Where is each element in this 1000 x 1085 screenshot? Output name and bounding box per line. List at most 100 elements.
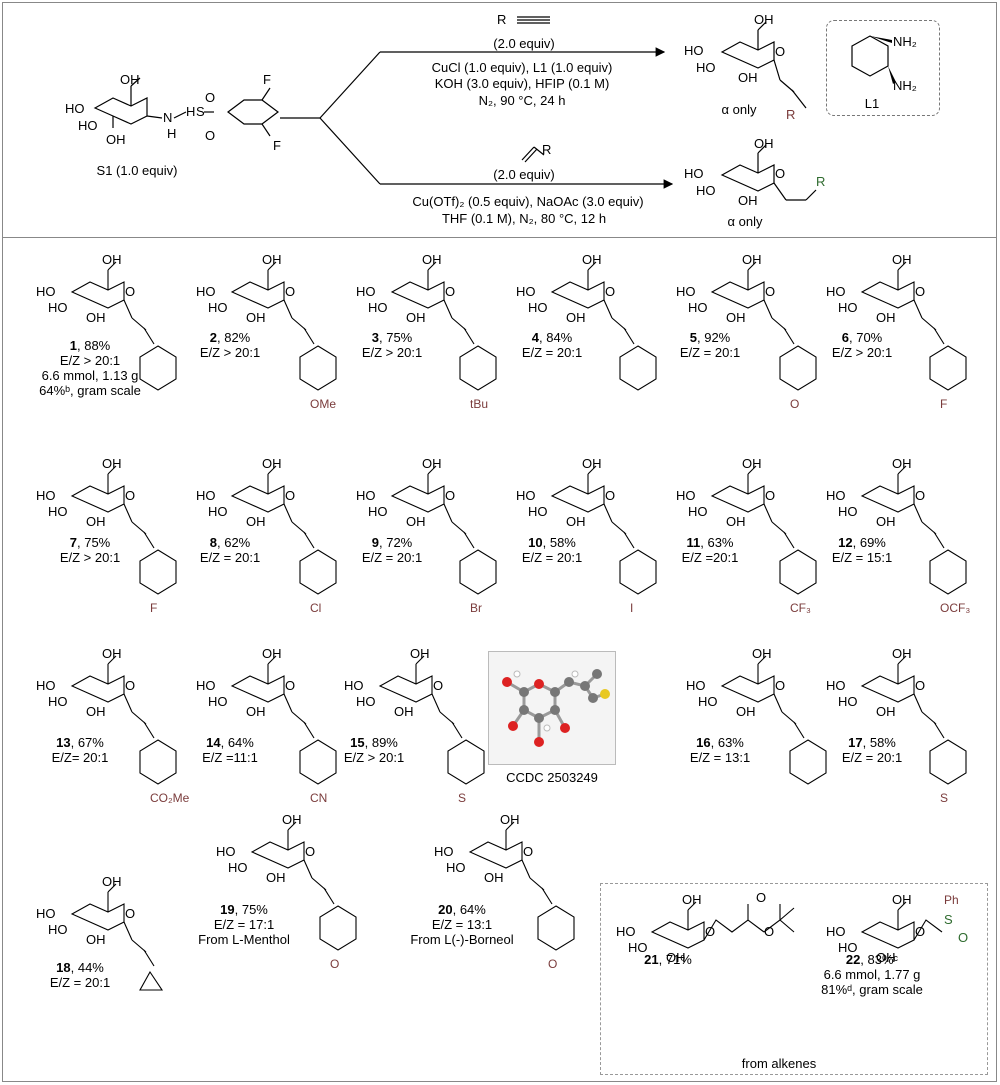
product-12-label: 12, 69%E/Z = 15:1 [832, 535, 892, 565]
oh-label: OH [742, 252, 762, 267]
compound-number: 22 [845, 952, 861, 967]
svg-text:OH: OH [738, 193, 758, 208]
yield-text: , 72% [378, 535, 413, 550]
compound-number: 20 [438, 902, 453, 917]
label-line3: 81%ᵈ, gram scale [821, 982, 923, 997]
product-10-label: 10, 58%E/Z = 20:1 [522, 535, 582, 565]
substituent-label: CN [310, 791, 327, 805]
ring-o-label: O [125, 906, 135, 921]
alkene-products-box [600, 883, 988, 1075]
compound-number: 21 [644, 952, 659, 967]
oh-label: OH [102, 646, 122, 661]
upper-condition-2: KOH (3.0 equiv), HFIP (0.1 M) [434, 76, 610, 91]
product-18-label: 18, 44%E/Z = 20:1 [50, 960, 110, 990]
oh-label: OH [892, 456, 912, 471]
substituent-label: CF₃ [790, 601, 811, 615]
svg-text:H: H [167, 126, 176, 141]
oh-label: OH [582, 456, 602, 471]
label-line2: E/Z =20:1 [681, 550, 739, 565]
product-16-structure [720, 655, 827, 785]
ring-o-label: O [445, 488, 455, 503]
product-21-label: 21, 71% [644, 952, 692, 967]
compound-number: 18 [56, 960, 71, 975]
label-line2: E/Z > 20:1 [361, 345, 423, 360]
ring-o-label: O [605, 284, 615, 299]
label-line2: E/Z = 20:1 [49, 975, 111, 990]
compound-number: 4 [531, 330, 539, 345]
ester-o: O [764, 924, 774, 939]
product-4-structure [550, 261, 657, 391]
ho-label: HO [36, 488, 56, 503]
upper-selectivity: α only [721, 102, 757, 117]
upper-condition-1: CuCl (1.0 equiv), L1 (1.0 equiv) [431, 60, 613, 75]
substituent-label: I [630, 601, 633, 615]
oh-label: OH [102, 252, 122, 267]
oh-label: OH [666, 950, 686, 965]
yield-text: , 58% [862, 735, 896, 750]
oh-label: OH [102, 456, 122, 471]
ring-o-label: O [445, 284, 455, 299]
product-6-structure [860, 261, 967, 391]
label-line2: E/Z > 20:1 [199, 345, 261, 360]
product-14-structure [230, 655, 337, 785]
compound-number: 19 [220, 902, 235, 917]
substituent-label: F [940, 397, 947, 411]
label-line2: E/Z = 20:1 [361, 550, 423, 565]
oh-label: OH [892, 646, 912, 661]
substituent-label: F [150, 601, 157, 615]
substituent-label: Br [470, 601, 482, 615]
svg-text:OH: OH [120, 72, 140, 87]
oh-label: OH [500, 812, 520, 827]
label-line2: E/Z > 20:1 [831, 345, 893, 360]
yield-text: , 44% [70, 960, 104, 975]
ho-label: HO [628, 940, 648, 955]
oh-label: OH [262, 456, 282, 471]
compound-number: 10 [528, 535, 543, 550]
ho-label: HO [36, 906, 56, 921]
yield-text: , 64% [220, 735, 254, 750]
label-line3: From L-Menthol [198, 932, 290, 947]
ho-label: HO [208, 694, 228, 709]
label-line2: E/Z = 20:1 [679, 345, 741, 360]
product-17-label: 17, 58%E/Z = 20:1 [842, 735, 902, 765]
product-13-structure [70, 655, 177, 785]
label-line2: E/Z = 20:1 [841, 750, 903, 765]
label-line2: E/Z > 20:1 [59, 353, 121, 368]
ho-label: HO [838, 694, 858, 709]
svg-text:O: O [205, 90, 215, 105]
oh-label: OH [102, 874, 122, 889]
ring-o-label: O [285, 284, 295, 299]
ring-o-label: O [523, 844, 533, 859]
oh-label: OH [86, 310, 106, 325]
oh-label: OH [736, 704, 756, 719]
product-2-label: 2, 82%E/Z > 20:1 [200, 330, 260, 360]
ho-label: HO [196, 284, 216, 299]
alkene-box-label: from alkenes [741, 1056, 817, 1071]
substituent-label: tBu [470, 397, 488, 411]
yield-text: , 75% [234, 902, 268, 917]
label-line2: E/Z > 20:1 [59, 550, 121, 565]
product-5-label: 5, 92%E/Z = 20:1 [680, 330, 740, 360]
alkene-equiv: (2.0 equiv) [493, 167, 555, 182]
product-5-structure [710, 261, 817, 391]
yield-text: , 89% [364, 735, 398, 750]
product-1-structure [70, 261, 177, 391]
ho-label: HO [676, 488, 696, 503]
lower-selectivity: α only [727, 214, 763, 229]
compound-number: 8 [209, 535, 217, 550]
svg-text:HO: HO [696, 60, 716, 75]
compound-number: 17 [848, 735, 863, 750]
label-line2: E/Z = 17:1 [213, 917, 275, 932]
oh-label: OH [752, 646, 772, 661]
oh-label: OH [262, 646, 282, 661]
substituent-label: Ph [944, 893, 959, 907]
alkyne-equiv: (2.0 equiv) [493, 36, 555, 51]
ligand-label: L1 [864, 96, 880, 111]
svg-text:OH: OH [754, 136, 774, 151]
ho-label: HO [826, 924, 846, 939]
section-divider [2, 237, 997, 238]
oh-label: OH [406, 310, 426, 325]
